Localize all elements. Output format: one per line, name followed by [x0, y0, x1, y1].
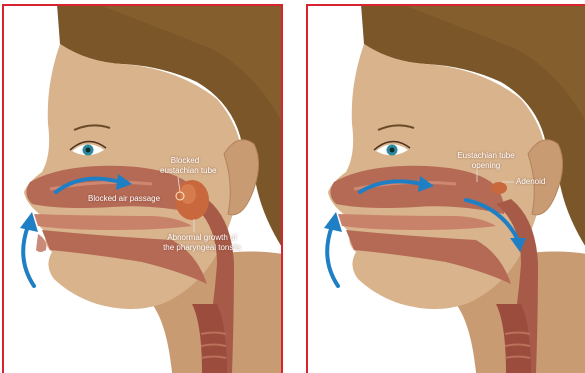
label-line: Blocked	[160, 156, 210, 166]
label-eustachian-tube-opening: Eustachian tube opening	[456, 151, 516, 170]
adenoid	[491, 182, 507, 194]
head-illustration-blocked	[2, 4, 283, 373]
label-adenoid: Adenoid	[516, 177, 545, 187]
panel-blocked: Blocked eustachian tube Blocked air pass…	[2, 4, 283, 373]
label-line: eustachian tube	[160, 166, 210, 176]
label-blocked-eustachian: Blocked eustachian tube	[160, 156, 210, 175]
label-line: Abnormal growth of	[162, 233, 242, 243]
label-line: Eustachian tube	[456, 151, 516, 161]
panel-normal: Eustachian tube opening Adenoid	[306, 4, 585, 373]
label-abnormal-growth: Abnormal growth of the pharyngeal tonsil…	[162, 233, 242, 252]
label-line: the pharyngeal tonsils	[162, 243, 242, 253]
head-illustration-normal	[306, 4, 585, 373]
ear	[224, 140, 259, 215]
label-blocked-air-passage: Blocked air passage	[88, 194, 160, 204]
label-line: opening	[456, 161, 516, 171]
